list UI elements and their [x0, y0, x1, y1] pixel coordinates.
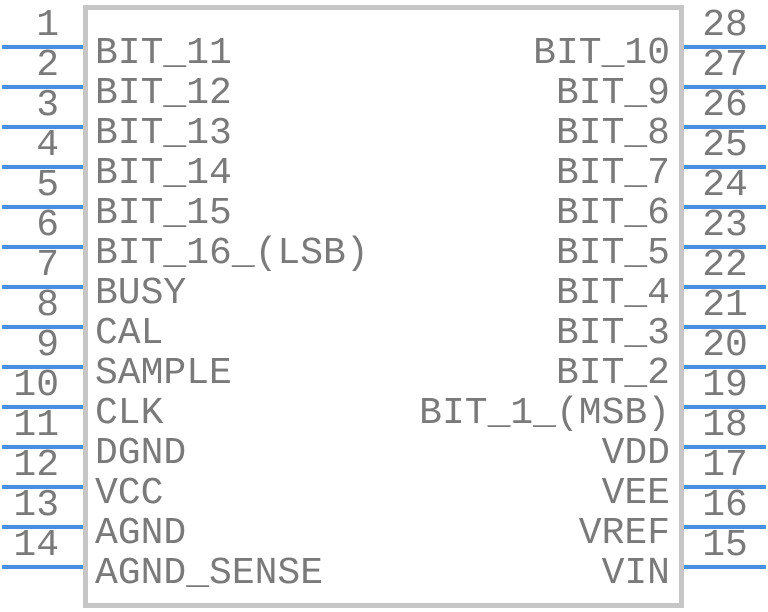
pin-number-left: 14 [13, 524, 59, 567]
pin-label-left: SAMPLE [95, 352, 232, 395]
pin-label-left: CAL [95, 312, 164, 355]
pin-number-left: 7 [36, 244, 59, 287]
pin-number-left: 10 [13, 364, 59, 407]
pin-number-left: 5 [36, 164, 59, 207]
pin-label-right: BIT_3 [555, 312, 670, 355]
pin-number-right: 20 [702, 324, 748, 367]
pin-number-left: 8 [36, 284, 59, 327]
pin-number-right: 21 [702, 284, 748, 327]
pin-line-left [2, 365, 83, 369]
pin-line-right [684, 445, 766, 449]
pin-label-right: VIN [601, 552, 670, 595]
pin-line-right [684, 565, 766, 569]
pin-line-right [684, 405, 766, 409]
pin-label-left: VCC [95, 472, 164, 515]
pin-line-right [684, 205, 766, 209]
pin-line-left [2, 165, 83, 169]
pin-line-left [2, 565, 83, 569]
pin-line-left [2, 405, 83, 409]
pin-line-left [2, 245, 83, 249]
pin-label-right: BIT_10 [533, 32, 670, 75]
pin-line-right [684, 525, 766, 529]
pin-label-right: BIT_2 [555, 352, 670, 395]
pin-number-right: 23 [702, 204, 748, 247]
pin-line-left [2, 325, 83, 329]
pin-line-right [684, 165, 766, 169]
pin-number-right: 25 [702, 124, 748, 167]
pin-label-right: VEE [601, 472, 670, 515]
pin-number-left: 11 [13, 404, 59, 447]
pin-number-left: 13 [13, 484, 59, 527]
pin-label-right: BIT_8 [555, 112, 670, 155]
pin-label-left: BIT_14 [95, 152, 232, 195]
ic-body-outline [83, 5, 684, 608]
pin-label-right: VDD [601, 432, 670, 475]
pin-number-right: 17 [702, 444, 748, 487]
pin-line-right [684, 245, 766, 249]
pin-line-left [2, 205, 83, 209]
pin-number-left: 2 [36, 44, 59, 87]
pin-label-left: AGND [95, 512, 187, 555]
pin-label-left: BIT_11 [95, 32, 232, 75]
pin-label-left: CLK [95, 392, 164, 435]
pin-number-right: 26 [702, 84, 748, 127]
pin-label-left: BUSY [95, 272, 187, 315]
pin-line-right [684, 325, 766, 329]
pin-line-left [2, 445, 83, 449]
pin-line-right [684, 85, 766, 89]
pin-label-left: BIT_15 [95, 192, 232, 235]
pin-label-right: BIT_6 [555, 192, 670, 235]
pin-label-right: BIT_4 [555, 272, 670, 315]
pin-number-left: 9 [36, 324, 59, 367]
pin-number-right: 24 [702, 164, 748, 207]
pin-number-right: 18 [702, 404, 748, 447]
pin-line-left [2, 85, 83, 89]
pin-number-left: 12 [13, 444, 59, 487]
pin-label-right: VREF [578, 512, 670, 555]
pin-number-left: 6 [36, 204, 59, 247]
pin-label-left: BIT_12 [95, 72, 232, 115]
pin-label-right: BIT_1_(MSB) [419, 392, 670, 435]
pin-line-left [2, 125, 83, 129]
pin-line-left [2, 485, 83, 489]
pin-label-right: BIT_5 [555, 232, 670, 275]
pin-number-left: 4 [36, 124, 59, 167]
pin-line-left [2, 525, 83, 529]
pin-number-right: 28 [702, 4, 748, 47]
pin-line-right [684, 45, 766, 49]
pin-line-left [2, 285, 83, 289]
pin-line-right [684, 285, 766, 289]
pin-label-left: DGND [95, 432, 187, 475]
pin-label-left: AGND_SENSE [95, 552, 324, 595]
pin-label-right: BIT_7 [555, 152, 670, 195]
pin-number-right: 27 [702, 44, 748, 87]
pin-label-right: BIT_9 [555, 72, 670, 115]
pin-number-right: 22 [702, 244, 748, 287]
pin-line-right [684, 365, 766, 369]
pin-label-left: BIT_16_(LSB) [95, 232, 369, 275]
pin-label-left: BIT_13 [95, 112, 232, 155]
pin-number-right: 15 [702, 524, 748, 567]
pin-line-left [2, 45, 83, 49]
pin-line-right [684, 125, 766, 129]
pin-number-left: 1 [36, 4, 59, 47]
pin-number-right: 16 [702, 484, 748, 527]
pin-number-right: 19 [702, 364, 748, 407]
pin-number-left: 3 [36, 84, 59, 127]
pin-line-right [684, 485, 766, 489]
